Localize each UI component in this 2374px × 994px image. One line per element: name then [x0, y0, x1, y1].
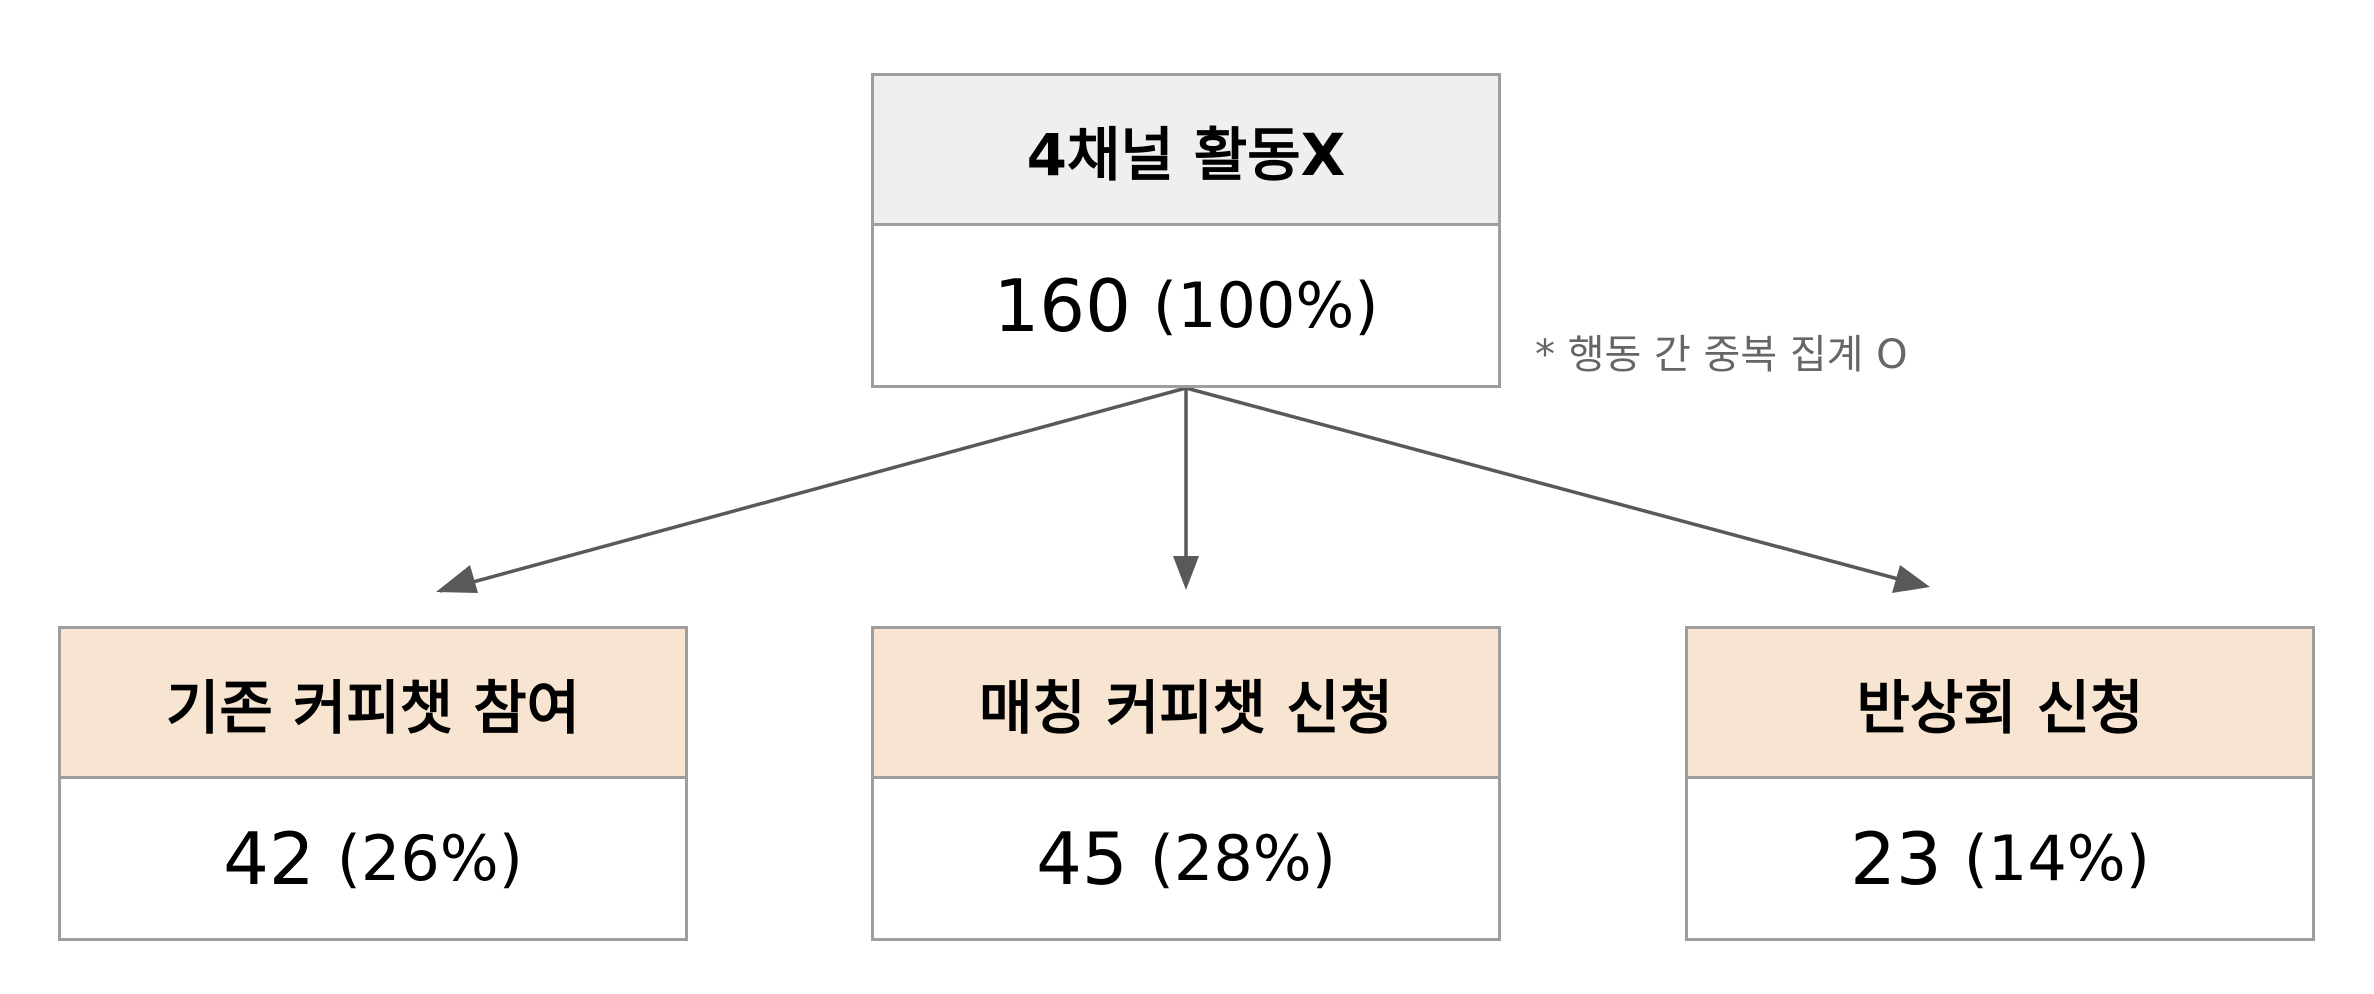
child-node-percent: (26%) — [336, 822, 523, 895]
child-node-title: 기존 커피챗 참여 — [61, 629, 685, 779]
root-node-value: 160 (100%) — [874, 226, 1498, 385]
child-node-percent: (14%) — [1963, 822, 2150, 895]
root-node-percent: (100%) — [1152, 269, 1379, 342]
duplicate-count-note: * 행동 간 중복 집계 O — [1535, 332, 1908, 378]
root-node-count: 160 — [993, 263, 1131, 348]
child-node-title: 매칭 커피챗 신청 — [874, 629, 1498, 779]
child-node-existing-coffeechat: 기존 커피챗 참여 42 (26%) — [58, 626, 688, 941]
child-node-value: 45 (28%) — [874, 779, 1498, 938]
child-node-neighborhood-meeting: 반상회 신청 23 (14%) — [1685, 626, 2315, 941]
arrow-to-child-3 — [1185, 386, 1903, 582]
child-node-count: 45 — [1036, 816, 1128, 901]
arrowhead-child-2 — [1173, 556, 1199, 590]
root-node-title: 4채널 활동X — [874, 76, 1498, 226]
child-node-value: 23 (14%) — [1688, 779, 2312, 938]
arrow-to-child-1 — [439, 386, 1187, 593]
arrowhead-child-1 — [436, 565, 478, 593]
child-node-count: 42 — [223, 816, 315, 901]
arrowhead-child-3 — [1892, 565, 1930, 593]
root-node: 4채널 활동X 160 (100%) — [871, 73, 1501, 388]
child-node-value: 42 (26%) — [61, 779, 685, 938]
child-node-matching-coffeechat: 매칭 커피챗 신청 45 (28%) — [871, 626, 1501, 941]
child-node-title: 반상회 신청 — [1688, 629, 2312, 779]
child-node-percent: (28%) — [1149, 822, 1336, 895]
child-node-count: 23 — [1850, 816, 1942, 901]
